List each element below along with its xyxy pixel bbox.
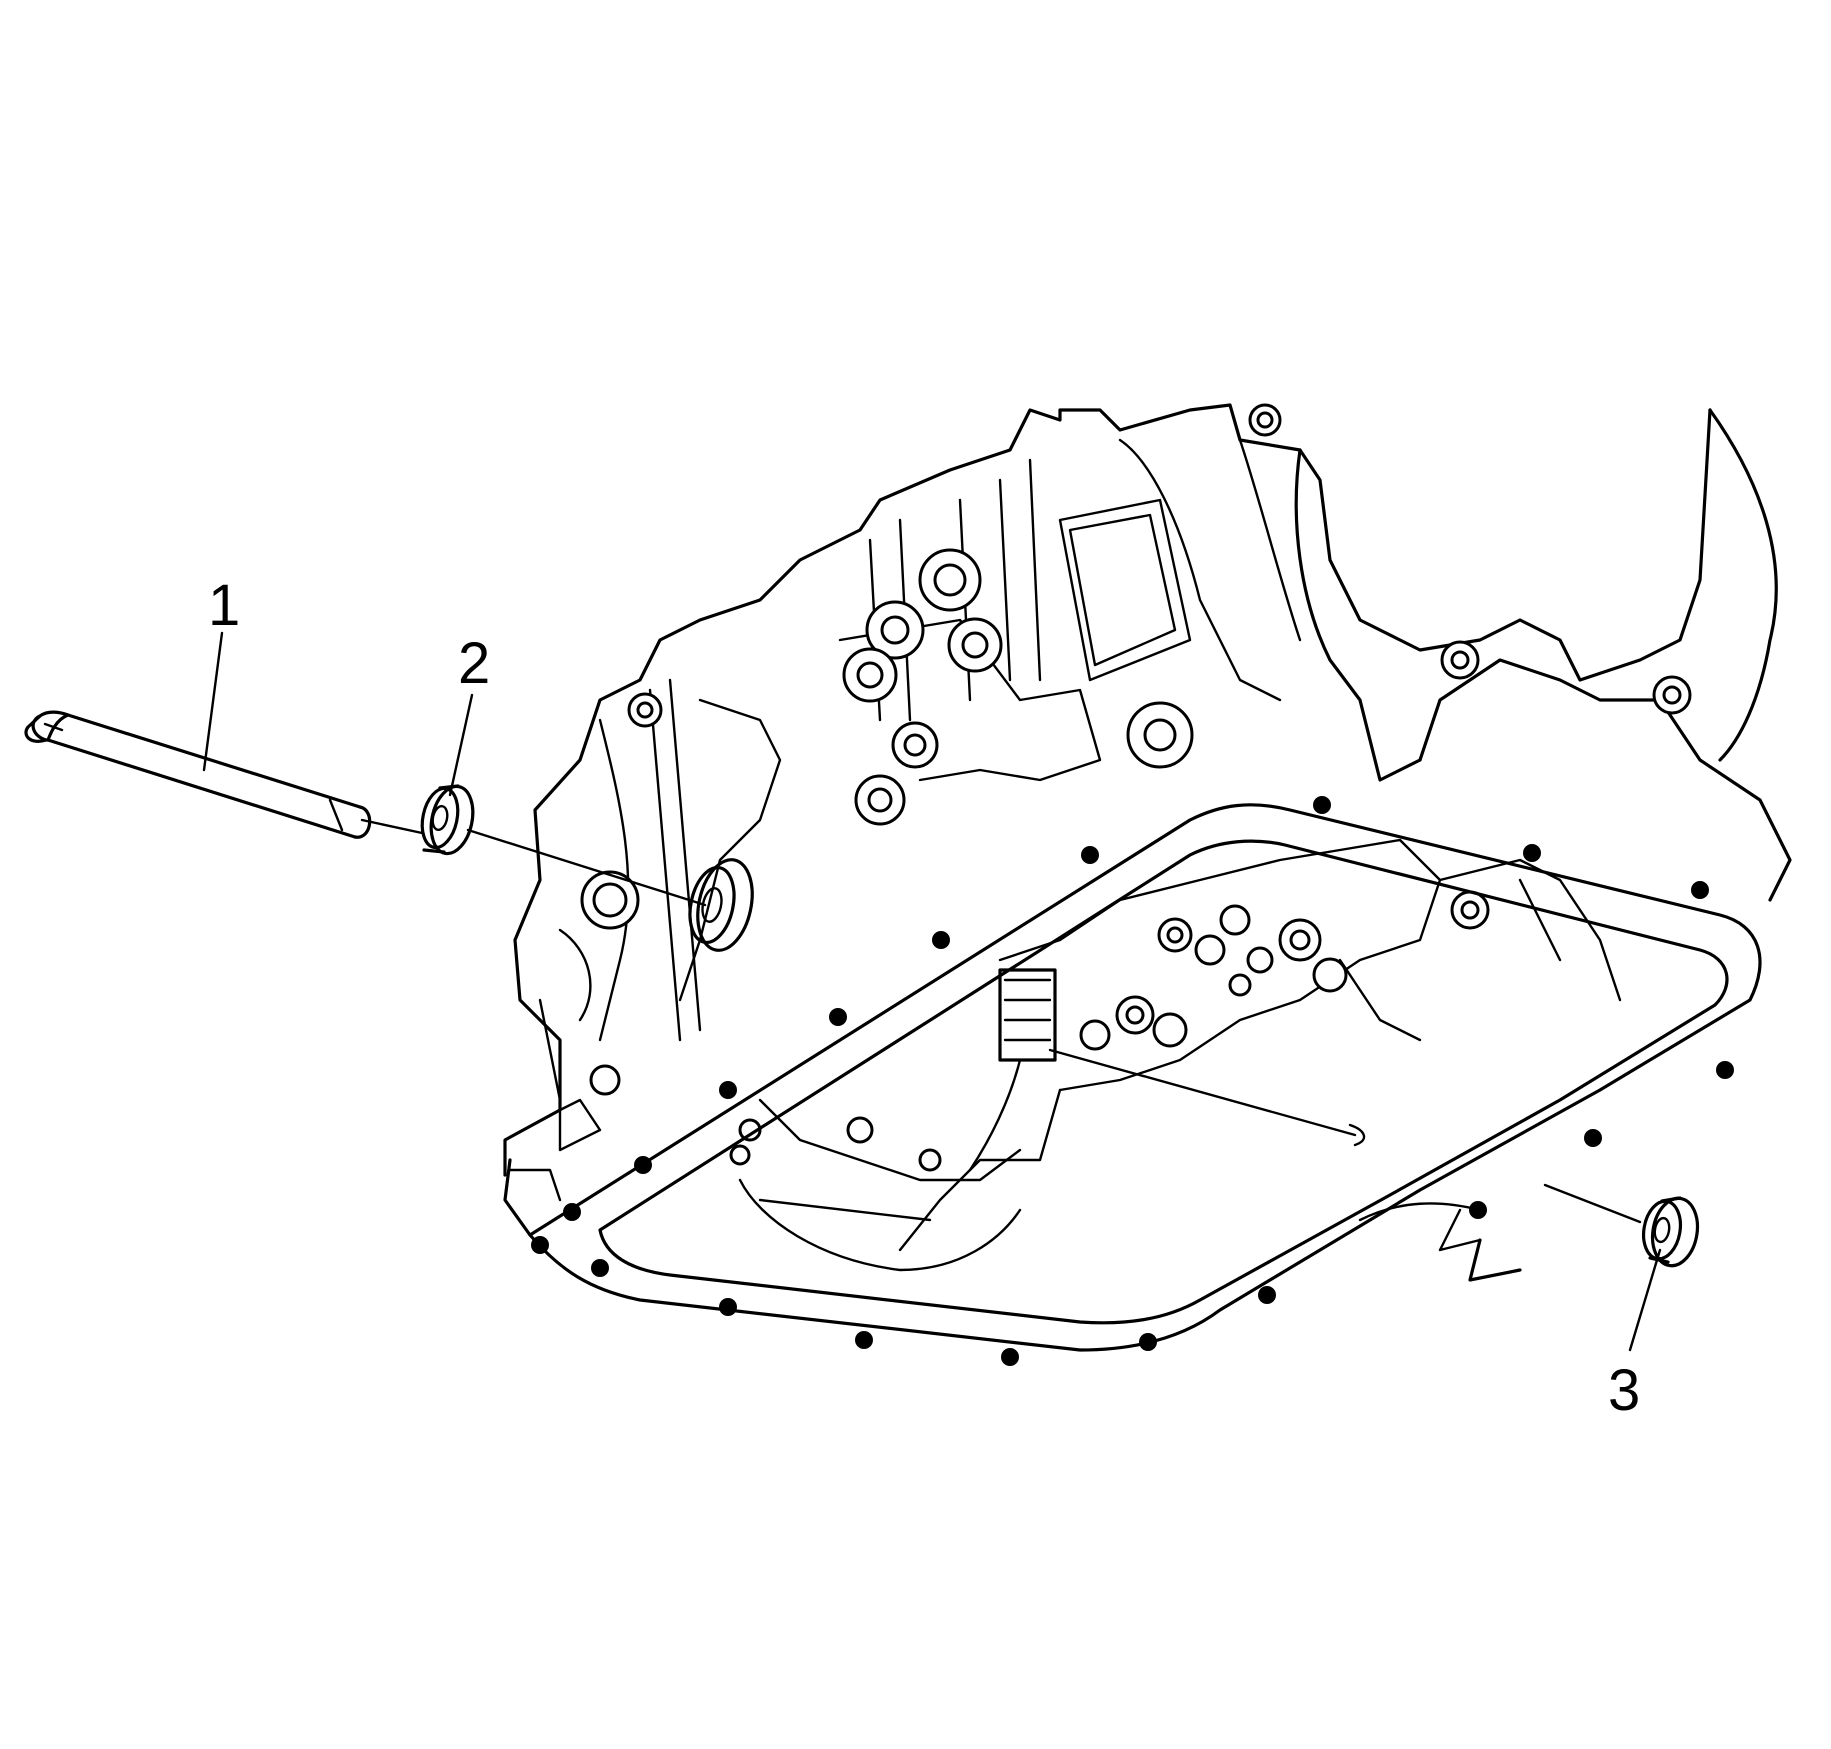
install-lines [360,818,1642,1224]
plug-3 [1468,1196,1700,1282]
shaft-pin [24,710,372,839]
pan-gasket-flange [503,796,1762,1366]
case-bore [688,858,754,952]
seal-2 [420,784,475,856]
callout-3-label: 3 [1608,1358,1640,1423]
callout-2-label: 2 [458,631,490,696]
callout-1-label: 1 [208,573,240,638]
callout-1-leader [202,631,224,772]
transmission-case [503,403,1792,1177]
callout-2-leader [448,693,474,797]
valve-body [729,838,1622,1272]
callout-leaders [202,631,1662,1352]
callout-labels: 1 2 3 [208,573,1640,1423]
callout-3-leader [1628,1248,1662,1352]
